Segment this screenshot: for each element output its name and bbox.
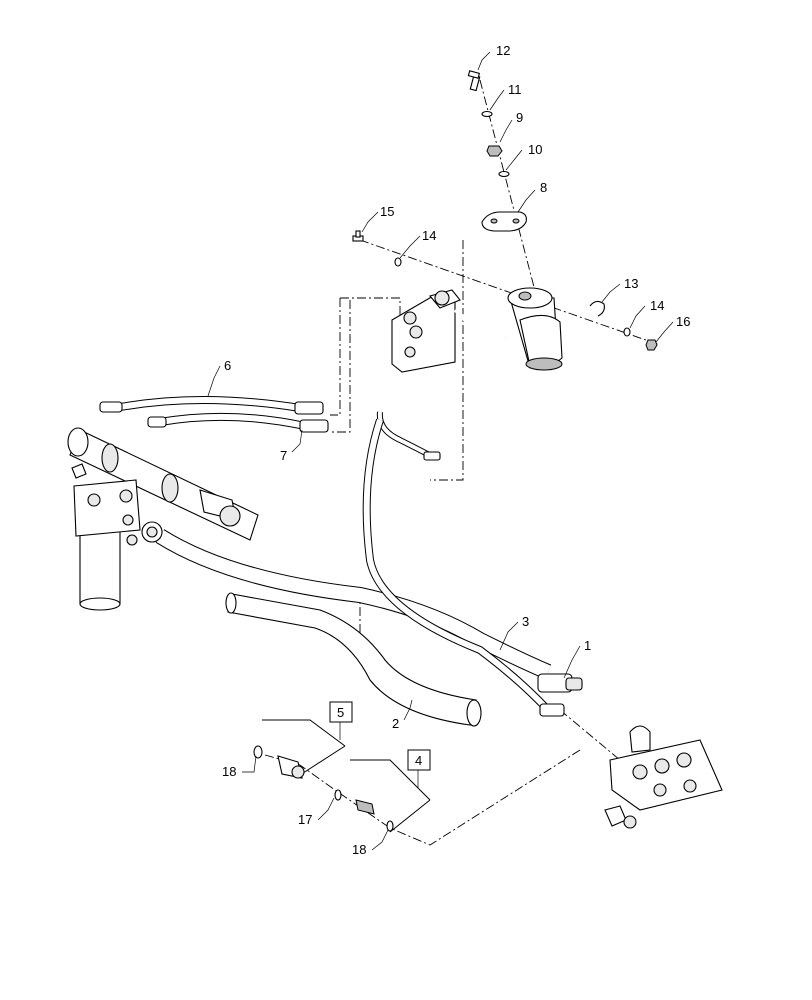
hose-7 [147,412,329,433]
callout-box-4 [407,749,431,771]
callout-3: 3 [522,614,529,629]
callout-1: 1 [584,638,591,653]
callout-14-upper: 14 [422,228,436,243]
bolt-12 [467,70,481,92]
fittings-kit [253,719,431,833]
callout-6: 6 [224,358,231,373]
callout-12: 12 [496,43,510,58]
callout-14-lower: 14 [650,298,664,313]
washer-10 [498,170,510,178]
callout-2: 2 [392,716,399,731]
callout-box-5 [329,701,353,723]
callout-9: 9 [516,110,523,125]
accumulator-canister [507,287,563,371]
callout-labels: 12 11 9 10 8 15 14 13 14 16 6 7 3 1 2 5 … [222,43,690,857]
washer-14-upper [394,257,402,267]
callout-10: 10 [528,142,542,157]
callout-8: 8 [540,180,547,195]
hose-sleeve-2 [225,592,482,727]
nut-9 [486,145,503,157]
bolt-15 [352,230,364,242]
control-valve-manifold [604,725,723,829]
callout-5: 5 [337,705,344,720]
washer-11 [481,110,493,118]
clamp-13 [589,300,605,317]
oil-cooler-tube [67,427,259,541]
return-line-tube [376,411,441,461]
nut-16 [645,339,658,351]
callout-16: 16 [676,314,690,329]
callout-15: 15 [380,204,394,219]
hose-3 [141,418,583,717]
callout-17: 17 [298,812,312,827]
washer-14-lower [623,327,631,337]
callout-4: 4 [415,753,422,768]
hose-6 [99,396,324,415]
valve-block-assembly [391,289,508,373]
callout-11: 11 [508,82,522,97]
bracket-8 [481,211,527,232]
callout-7: 7 [280,448,287,463]
callout-18-lower: 18 [352,842,366,857]
callout-13: 13 [624,276,638,291]
callout-18-upper: 18 [222,764,236,779]
leader-lines [207,51,674,851]
filter-assembly [71,463,141,611]
